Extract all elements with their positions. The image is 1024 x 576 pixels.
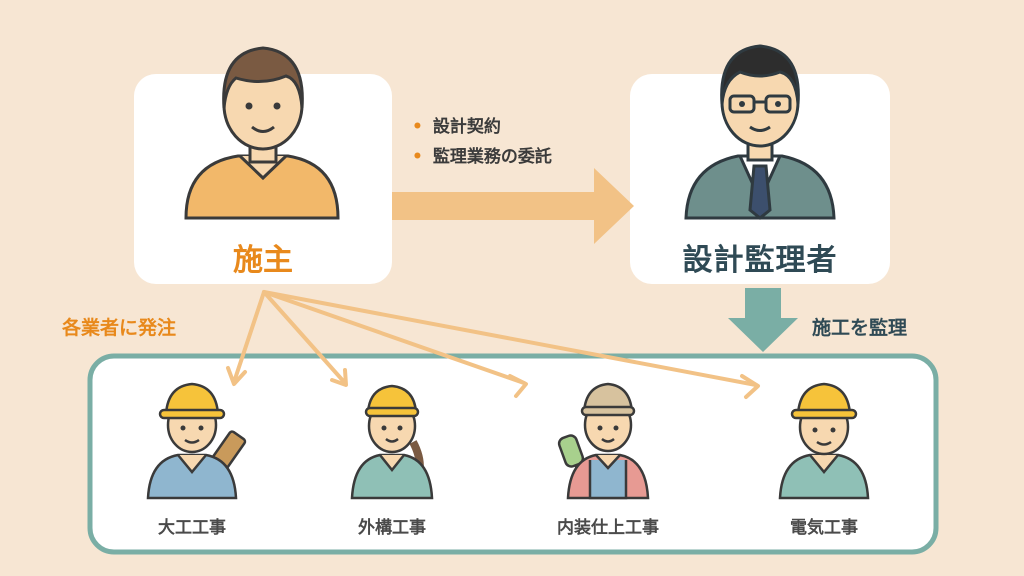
trade-carpentry: 大工工事 bbox=[158, 518, 226, 538]
trade-exterior: 外構工事 bbox=[358, 518, 426, 538]
exterior-worker-icon bbox=[350, 384, 434, 500]
trade-electrical: 電気工事 bbox=[790, 518, 858, 538]
order-arrows bbox=[226, 290, 760, 399]
bullet-icon: • bbox=[412, 147, 423, 167]
supervise-label: 施工を監理 bbox=[812, 317, 908, 339]
contractors-panel bbox=[87, 353, 939, 555]
supervisor-person-icon bbox=[684, 44, 836, 220]
client-label: 施主 bbox=[233, 243, 293, 278]
supervisor-label: 設計監理者 bbox=[682, 243, 838, 278]
client-person-icon bbox=[184, 46, 340, 220]
supervise-arrow bbox=[728, 288, 798, 352]
trade-interior: 内装仕上工事 bbox=[557, 518, 659, 538]
contract-item: •監理業務の委託 bbox=[412, 147, 552, 167]
order-label: 各業者に発注 bbox=[62, 317, 177, 339]
bullet-icon: • bbox=[412, 117, 423, 137]
electrician-worker-icon bbox=[778, 382, 870, 500]
interior-worker-icon bbox=[557, 382, 650, 500]
carpenter-worker-icon bbox=[146, 382, 247, 500]
contract-arrow bbox=[392, 168, 634, 244]
contract-item: •設計契約 bbox=[412, 117, 501, 137]
contract-items: •設計契約 •監理業務の委託 bbox=[412, 112, 552, 172]
